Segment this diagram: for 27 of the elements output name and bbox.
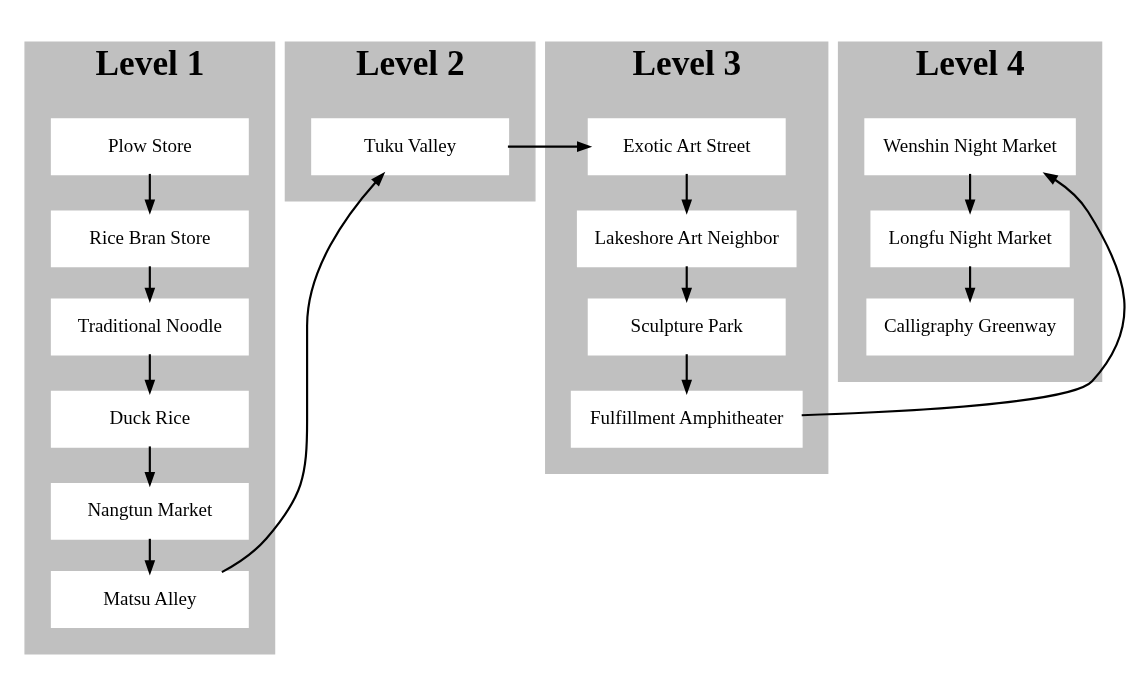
node-box: Wenshin Night Market xyxy=(864,117,1076,175)
node-box: Longfu Night Market xyxy=(870,209,1070,267)
node-box: Matsu Alley xyxy=(50,570,249,628)
arrow xyxy=(144,265,156,303)
arrow xyxy=(507,140,593,152)
node-box: Calligraphy Greenway xyxy=(866,298,1074,355)
node-box: Plow Store xyxy=(50,117,249,175)
node-box: Nangtun Market xyxy=(50,482,249,540)
arrow xyxy=(964,265,976,303)
arrow xyxy=(964,173,976,215)
arrow xyxy=(681,173,693,215)
node-box: Rice Bran Store xyxy=(50,209,249,267)
node-box: Lakeshore Art Neighbor xyxy=(576,209,797,267)
arrow xyxy=(801,171,1126,416)
node-box: Duck Rice xyxy=(50,390,249,448)
node-box: Sculpture Park xyxy=(587,298,786,355)
node-box: Tuku Valley xyxy=(311,117,510,175)
arrow xyxy=(681,265,693,303)
node-box: Fulfillment Amphitheater xyxy=(570,390,803,448)
arrow xyxy=(144,445,156,487)
arrow xyxy=(144,173,156,215)
arrow xyxy=(144,353,156,395)
node-box: Traditional Noodle xyxy=(50,298,249,355)
node-box: Exotic Art Street xyxy=(587,117,786,175)
arrow xyxy=(681,353,693,395)
arrow xyxy=(221,171,386,573)
arrow xyxy=(144,538,156,575)
